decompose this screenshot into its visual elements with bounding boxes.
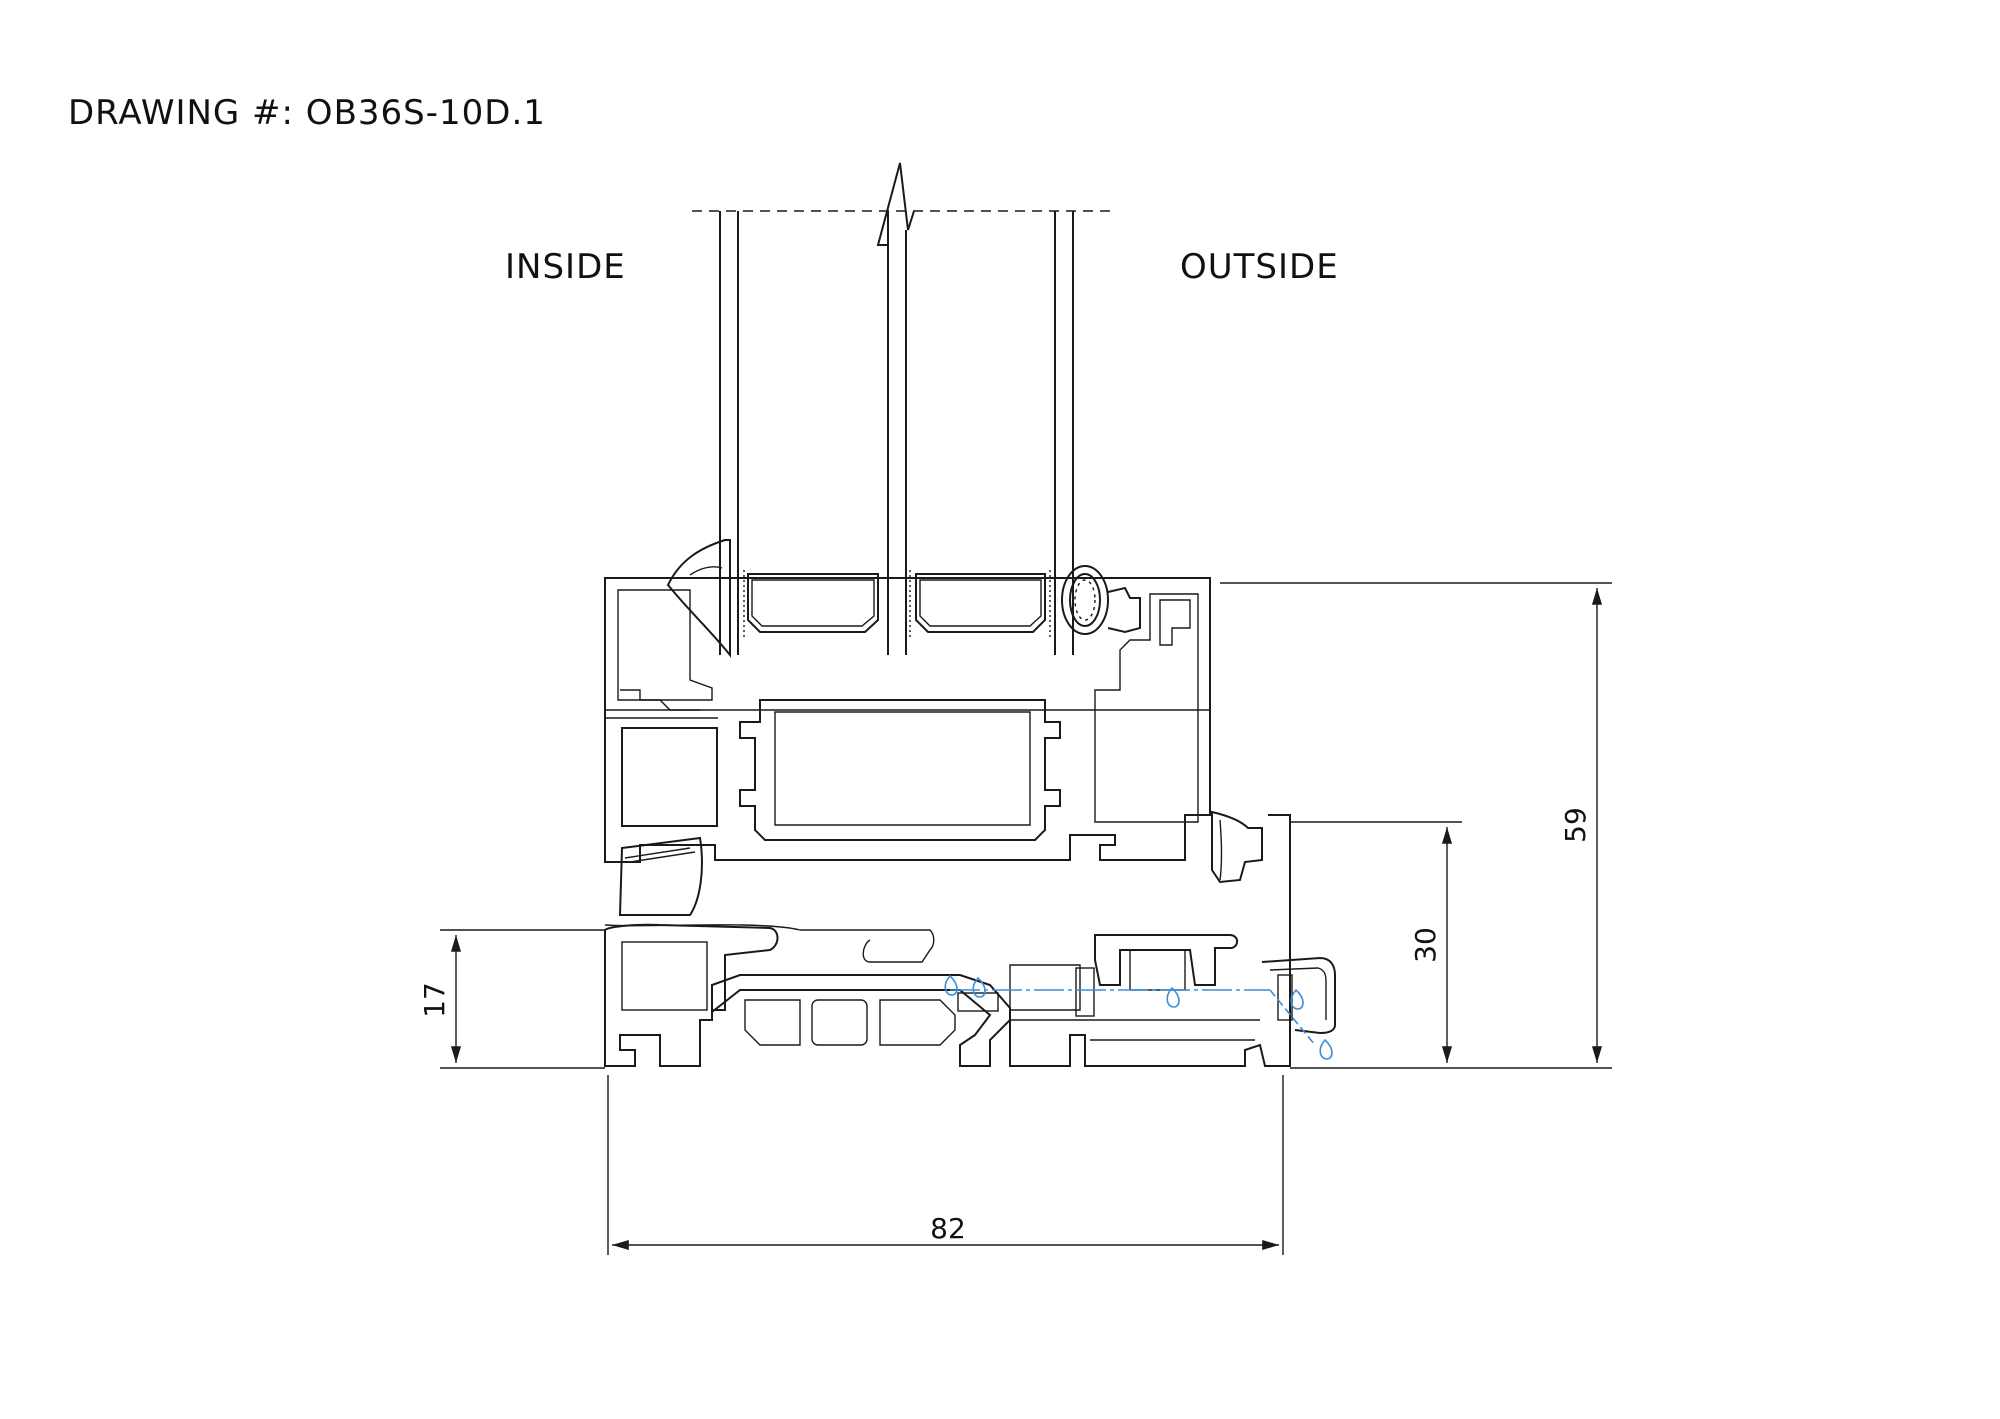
dimension-frame-height: 17 bbox=[418, 982, 451, 1018]
dimension-total-height: 59 bbox=[1559, 807, 1592, 843]
exterior-gasket bbox=[1061, 565, 1141, 635]
water-drop-icon bbox=[1319, 1038, 1333, 1060]
sash-profile bbox=[604, 577, 1211, 916]
interior-glazing-bead bbox=[666, 539, 731, 658]
dimension-sash-height: 30 bbox=[1409, 927, 1442, 963]
outside-label: OUTSIDE bbox=[1180, 247, 1339, 287]
hatched-block-left bbox=[957, 992, 999, 1012]
dimension-width: 82 bbox=[930, 1212, 966, 1245]
hatched-block-middle bbox=[1075, 967, 1095, 1017]
inside-label: INSIDE bbox=[505, 247, 626, 287]
sash-seal bbox=[1211, 810, 1263, 884]
drainage-path bbox=[944, 974, 1333, 1060]
water-drop-icon bbox=[944, 974, 958, 996]
drawing-title: DRAWING #: OB36S-10D.1 bbox=[68, 93, 546, 133]
water-drop-icon bbox=[1290, 988, 1304, 1010]
frame-profile bbox=[604, 814, 1336, 1067]
water-drop-icon bbox=[1166, 986, 1180, 1008]
water-drop-icon bbox=[972, 976, 986, 998]
dimension-lines bbox=[440, 582, 1612, 1255]
glazing-unit bbox=[692, 162, 1110, 655]
